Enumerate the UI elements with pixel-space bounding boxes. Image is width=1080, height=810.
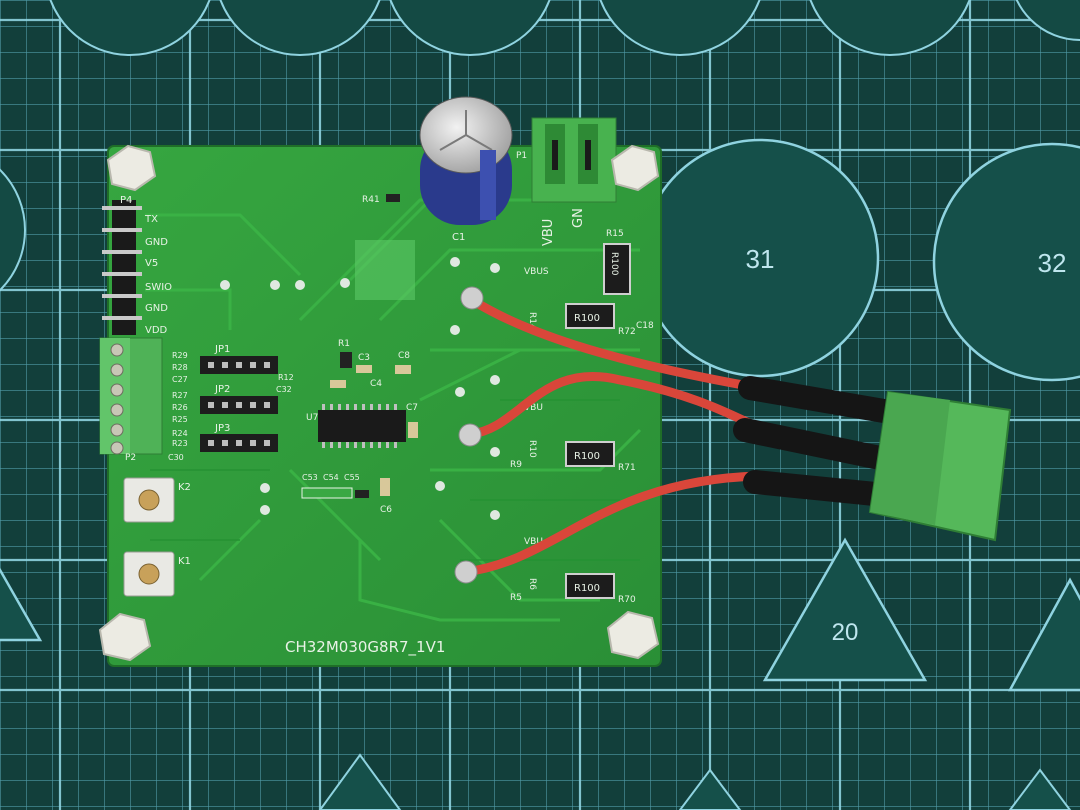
- svg-text:C53: C53: [302, 473, 318, 482]
- svg-text:P2: P2: [125, 453, 136, 463]
- svg-text:R72: R72: [618, 327, 636, 337]
- svg-text:R29: R29: [172, 351, 188, 360]
- svg-text:R27: R27: [172, 391, 188, 400]
- jumper-jp1: JP1: [200, 344, 278, 374]
- svg-text:TX: TX: [144, 214, 158, 225]
- svg-text:R23: R23: [172, 439, 188, 448]
- nylon-standoffs: [98, 144, 660, 662]
- svg-text:K2: K2: [178, 482, 191, 493]
- svg-text:VBU: VBU: [524, 537, 543, 547]
- svg-text:P4: P4: [120, 195, 132, 206]
- svg-text:VBU: VBU: [524, 403, 543, 413]
- pin-header-p4: P4 TX GND V5 SWIO GND VDD: [102, 195, 172, 336]
- svg-text:R41: R41: [362, 195, 380, 205]
- svg-text:C8: C8: [398, 351, 410, 361]
- svg-text:C30: C30: [168, 453, 184, 462]
- svg-text:VBU: VBU: [541, 219, 556, 246]
- jumper-jp2: JP2: [200, 384, 278, 414]
- phase-labels: VBUS VBU VBU R14 R10 R9 R5 R6: [510, 267, 549, 603]
- svg-text:R100: R100: [574, 583, 600, 594]
- jumper-jp3: JP3: [200, 423, 278, 452]
- terminal-block-left: P2: [99, 337, 163, 463]
- motor-wires: [454, 286, 902, 584]
- svg-text:GND: GND: [145, 237, 168, 248]
- shunt-resistor-r72: R100 R72 C18: [565, 303, 654, 337]
- svg-text:C1: C1: [452, 232, 465, 243]
- svg-text:R70: R70: [618, 595, 636, 605]
- svg-text:R100: R100: [609, 252, 619, 276]
- ic-u7: U7: [306, 404, 406, 448]
- svg-text:R1: R1: [338, 339, 350, 349]
- svg-text:R28: R28: [172, 363, 188, 372]
- board-name: CH32M030G8R7_1V1: [285, 638, 445, 657]
- svg-text:R71: R71: [618, 463, 636, 473]
- svg-text:C7: C7: [406, 403, 418, 413]
- svg-text:31: 31: [746, 244, 775, 274]
- svg-text:20: 20: [832, 619, 859, 646]
- mat-triangle-20: 20: [762, 537, 928, 682]
- svg-text:C54: C54: [323, 473, 339, 482]
- svg-text:R100: R100: [574, 451, 600, 462]
- resistor-labels-left: R29 R28 C27 R27 R26 R25 R24 R23 C30 R12 …: [168, 351, 294, 462]
- svg-text:R14: R14: [527, 312, 537, 330]
- shunt-resistor-r71: R100 R71: [565, 441, 636, 473]
- svg-text:C32: C32: [276, 385, 292, 394]
- motor-plug-connector: [868, 390, 1012, 542]
- mat-circle-32: 32: [932, 142, 1080, 382]
- svg-text:C3: C3: [358, 353, 370, 363]
- svg-text:C27: C27: [172, 375, 188, 384]
- svg-text:C4: C4: [370, 379, 382, 389]
- svg-text:C18: C18: [636, 321, 654, 331]
- shunt-resistor-r15: R100 R15: [603, 229, 631, 295]
- svg-text:VDD: VDD: [145, 325, 168, 336]
- svg-text:SWIO: SWIO: [145, 282, 172, 293]
- push-button-k1: K1: [123, 551, 191, 597]
- svg-text:R6: R6: [527, 578, 537, 590]
- pcb-board: CH32M030G8R7_1V1 P4 TX GND V5 SWIO GND V…: [99, 96, 662, 667]
- svg-text:P1: P1: [516, 151, 527, 161]
- svg-text:R100: R100: [574, 313, 600, 324]
- svg-text:C6: C6: [380, 505, 392, 515]
- svg-text:VBUS: VBUS: [524, 267, 549, 277]
- svg-text:GND: GND: [145, 303, 168, 314]
- svg-text:JP3: JP3: [214, 423, 230, 434]
- svg-text:32: 32: [1038, 248, 1067, 278]
- power-connector-p1: P1 VBU GN: [516, 117, 617, 246]
- svg-text:GN: GN: [571, 208, 586, 228]
- shunt-resistor-r70: R100 R70: [565, 573, 636, 605]
- svg-text:R5: R5: [510, 593, 522, 603]
- push-button-k2: K2: [123, 477, 191, 523]
- svg-text:R10: R10: [527, 440, 537, 458]
- svg-text:R26: R26: [172, 403, 188, 412]
- mat-circle-31: 31: [640, 138, 880, 378]
- svg-text:U7: U7: [306, 413, 318, 423]
- svg-text:R12: R12: [278, 373, 294, 382]
- smd-components: R1 C3 C4 C8 C7 C6 C53 C54 C55: [301, 339, 418, 515]
- svg-text:R9: R9: [510, 460, 522, 470]
- svg-text:JP2: JP2: [214, 384, 230, 395]
- svg-text:K1: K1: [178, 556, 191, 567]
- svg-text:JP1: JP1: [214, 344, 230, 355]
- svg-text:V5: V5: [145, 258, 158, 269]
- electrolytic-capacitor-c1: C1 R41: [362, 96, 513, 243]
- svg-text:R15: R15: [606, 229, 624, 239]
- svg-text:R25: R25: [172, 415, 188, 424]
- svg-text:R24: R24: [172, 429, 188, 438]
- svg-text:C55: C55: [344, 473, 360, 482]
